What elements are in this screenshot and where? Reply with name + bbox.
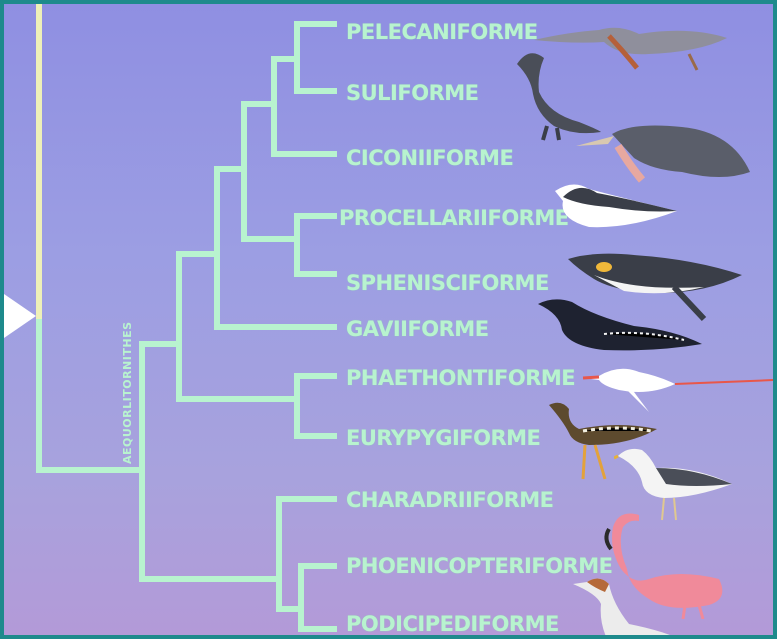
branch-procell — [297, 216, 334, 239]
order-label: PROCELLARIIFORME — [339, 206, 569, 230]
loon-icon — [534, 296, 704, 356]
branch-f — [244, 104, 274, 169]
branch-cicon — [274, 104, 334, 154]
order-label: PODICIPEDIFORME — [346, 612, 559, 636]
order-label: CHARADRIIFORME — [346, 488, 554, 512]
branch-d — [179, 344, 297, 399]
order-label: SPHENISCIFORME — [346, 271, 549, 295]
order-label: CICONIIFORME — [346, 146, 513, 170]
branch-phoen — [301, 566, 334, 609]
branch-c — [179, 254, 217, 344]
branch-e — [217, 169, 244, 254]
branch-eury — [297, 399, 334, 436]
branch-g — [244, 169, 297, 239]
grebe-icon — [569, 574, 689, 639]
shearwater-icon — [549, 179, 684, 239]
order-label: GAVIIFORME — [346, 317, 489, 341]
branch-suli — [297, 59, 334, 91]
branch-phaethon — [297, 376, 334, 399]
branch-phoen-grebe — [279, 579, 301, 609]
branch-gavii — [217, 254, 334, 327]
order-label: PELECANIFORME — [346, 20, 538, 44]
order-label: PHAETHONTIFORME — [346, 366, 575, 390]
clade-label: AEQUORLITORNITHES — [121, 321, 134, 464]
order-label: SULIFORME — [346, 81, 478, 105]
branch-sphen — [297, 239, 334, 274]
branch-pelec — [297, 24, 334, 59]
branch-grebe — [301, 609, 334, 629]
branch-h — [274, 59, 297, 104]
branch-a — [39, 344, 179, 470]
order-label: EURYPYGIFORME — [346, 426, 540, 450]
